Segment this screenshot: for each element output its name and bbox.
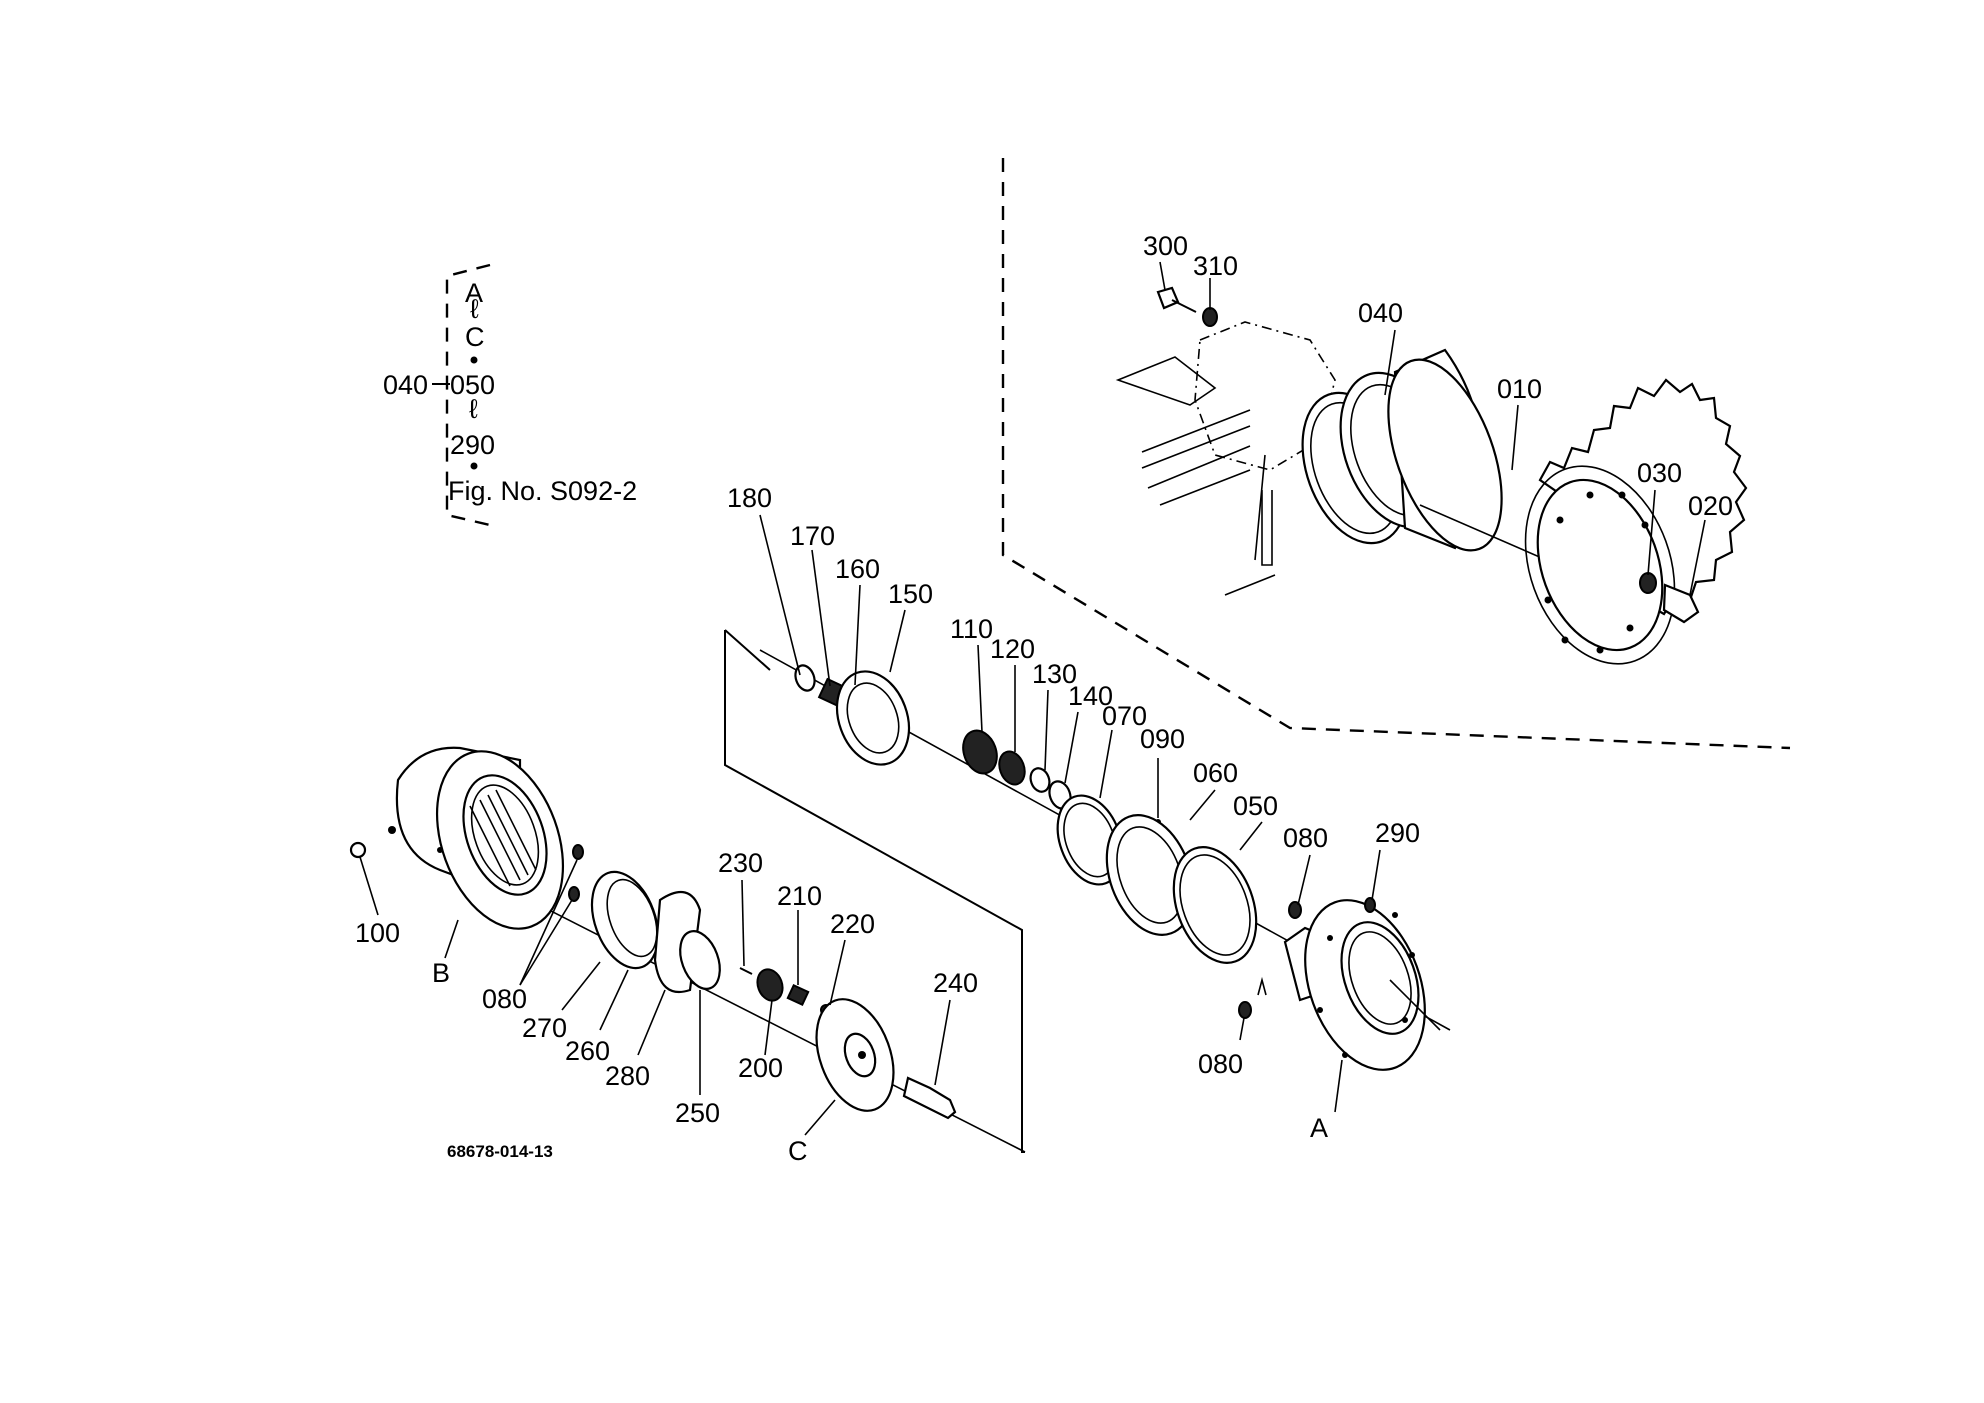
callout-A: A (1310, 1113, 1328, 1143)
callout-240: 240 (933, 968, 978, 998)
legend-line-c: C (465, 322, 485, 352)
callout-labels: 300 310 040 010 030 020 180 170 160 150 … (355, 231, 1733, 1166)
callout-080-right: 080 (1283, 823, 1328, 853)
callout-150: 150 (888, 579, 933, 609)
kit-frame (724, 630, 1025, 1153)
callout-B: B (432, 958, 450, 988)
legend-line-a: A (465, 278, 483, 308)
sprocket (1524, 378, 1748, 665)
housing-a (1283, 899, 1441, 1071)
callout-300: 300 (1143, 231, 1188, 261)
callout-080-left: 080 (482, 984, 527, 1014)
callout-140: 140 (1068, 681, 1113, 711)
legend-line-290: 290 (450, 430, 495, 460)
callout-030: 030 (1637, 458, 1682, 488)
legend-prefix: 040 (383, 370, 428, 400)
callout-020: 020 (1688, 491, 1733, 521)
leader-lines (359, 261, 1706, 1136)
callout-260: 260 (565, 1036, 610, 1066)
callout-040: 040 (1358, 298, 1403, 328)
callout-130: 130 (1032, 659, 1077, 689)
legend-line-050: 050 (450, 370, 495, 400)
callout-210: 210 (777, 881, 822, 911)
travel-motor-assembly (1115, 286, 1748, 665)
callout-C: C (788, 1136, 808, 1166)
callout-070: 070 (1102, 701, 1147, 731)
callout-090: 090 (1140, 724, 1185, 754)
callout-100: 100 (355, 918, 400, 948)
callout-120: 120 (990, 634, 1035, 664)
callout-160: 160 (835, 554, 880, 584)
callout-220: 220 (830, 909, 875, 939)
callout-270: 270 (522, 1013, 567, 1043)
callout-200: 200 (738, 1053, 783, 1083)
callout-290: 290 (1375, 818, 1420, 848)
callout-180: 180 (727, 483, 772, 513)
callout-250: 250 (675, 1098, 720, 1128)
svg-text:ℓ: ℓ (470, 294, 479, 324)
callout-080-lower-right: 080 (1198, 1049, 1243, 1079)
callout-050: 050 (1233, 791, 1278, 821)
carrier-c (815, 998, 895, 1112)
callout-310: 310 (1193, 251, 1238, 281)
figure-reference: Fig. No. S092-2 (448, 476, 637, 506)
dashed-boundary (1001, 158, 1791, 750)
callout-110: 110 (950, 614, 993, 644)
callout-280: 280 (605, 1061, 650, 1091)
drawing-number: 68678-014-13 (447, 1142, 553, 1161)
housing-b (388, 746, 565, 930)
svg-text:ℓ: ℓ (469, 394, 478, 424)
callout-170: 170 (790, 521, 835, 551)
legend-block: A ℓ C 040 050 ℓ 290 Fig. No. S092-2 (383, 263, 637, 527)
callout-010: 010 (1497, 374, 1542, 404)
callout-060: 060 (1193, 758, 1238, 788)
callout-230: 230 (718, 848, 763, 878)
